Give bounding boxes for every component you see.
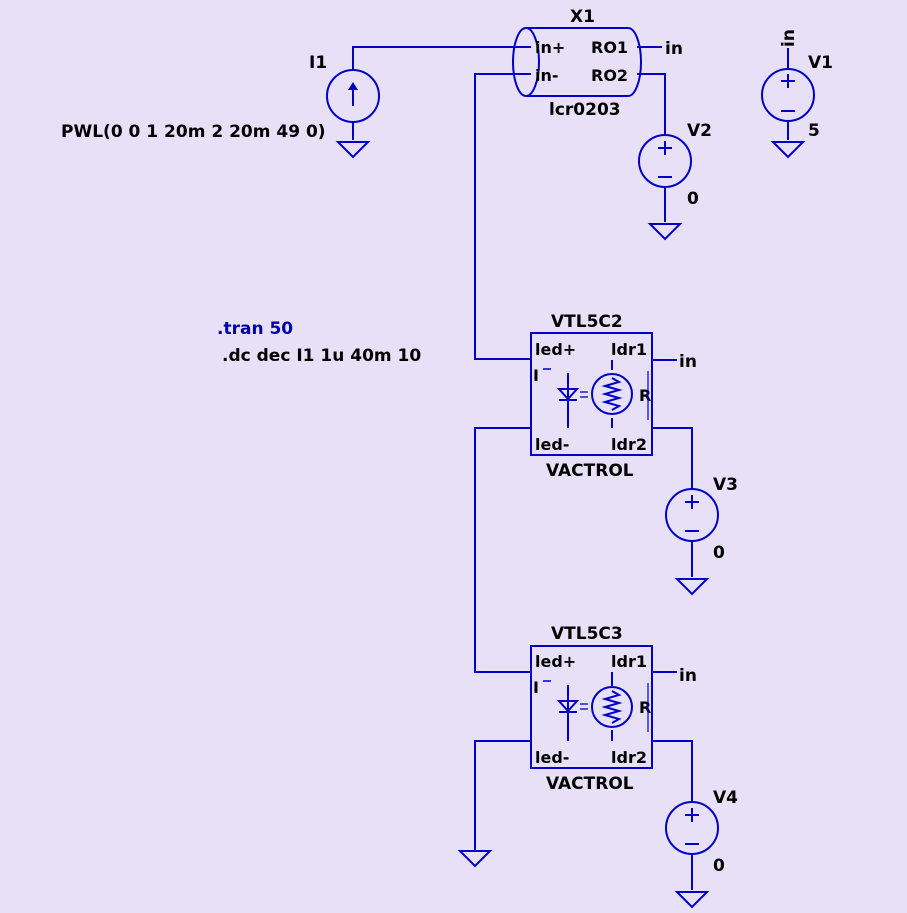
vtl5c2-vactrol[interactable]: VTL5C2 led+ ldr1 led- ldr2 I R [530,312,653,456]
ground-icon[interactable] [335,141,371,159]
resistor-zigzag-icon [601,377,623,411]
x1-name: X1 [570,7,595,27]
wire-vtl2-ledminus-to-ground[interactable] [474,740,531,851]
vactrol-box [530,645,653,769]
v4-value: 0 [713,856,725,876]
v3-voltage-source[interactable]: V3 0 [665,475,738,563]
vtl2-pin-ledplus: led+ [535,652,576,671]
arrowhead-icon [348,82,358,90]
x1-model: lcr0203 [549,100,621,120]
vtl1-pin-ldr2: ldr2 [611,435,647,454]
vtl1-name: VTL5C2 [551,312,623,332]
v2-value: 0 [687,189,699,209]
wire-vtl2-ldr2-to-v4[interactable] [652,740,693,801]
ground-icon[interactable] [770,141,806,159]
ground-icon[interactable] [457,850,493,868]
led-icon [556,388,580,401]
vtl1-pin-ldr1: ldr1 [611,340,647,359]
net-label-in-vtl2[interactable]: in [679,666,697,686]
ground-icon[interactable] [674,891,710,909]
vtl2-pin-ledminus: led- [535,748,569,767]
grounds [335,141,806,909]
i1-value: PWL(0 0 1 20m 2 20m 49 0) [61,122,326,142]
vtl2-i-marker: I [533,678,539,697]
i1-name: I1 [309,53,327,73]
v4-voltage-source[interactable]: V4 0 [665,788,738,876]
voltage-source-icon [638,134,692,188]
vtl1-pin-ledminus: led- [535,435,569,454]
ground-icon[interactable] [674,578,710,596]
resistor-zigzag-icon [601,690,623,724]
x1-pin-inminus: in- [535,66,559,85]
vtl2-name: VTL5C3 [551,624,623,644]
wire-i1-to-x1-inplus[interactable] [352,46,531,70]
vtl2-type: VACTROL [546,774,634,794]
wire-x1-ro2-to-v2[interactable] [637,73,666,134]
wire-x1-inminus-to-vtl1-ledplus[interactable] [474,73,531,360]
v1-voltage-source[interactable]: V1 5 in [761,29,833,141]
led-icon [556,700,580,713]
vtl1-i-marker: I [533,366,539,385]
wires [352,46,789,890]
net-label-in-x1[interactable]: in [665,39,683,59]
x1-pin-ro1: RO1 [591,38,628,57]
voltage-source-icon [665,488,719,542]
vtl2-pin-ldr2: ldr2 [611,748,647,767]
v1-node-label[interactable]: in [779,29,799,47]
v4-name: V4 [713,788,738,808]
x1-pin-inplus: in+ [535,38,565,57]
voltage-source-icon [761,68,815,122]
vtl5c3-vactrol[interactable]: VTL5C3 led+ ldr1 led- ldr2 I R [530,624,653,769]
vtl2-r-marker: R [639,698,651,717]
v2-voltage-source[interactable]: V2 0 [638,121,712,209]
vtl1-r-marker: R [639,386,651,405]
v1-value: 5 [808,121,820,141]
vtl2-pin-ldr1: ldr1 [611,652,647,671]
vactrol-box [530,332,653,456]
wire-vtl1-ldr2-to-v3[interactable] [652,427,693,488]
v1-name: V1 [808,53,833,73]
tran-directive[interactable]: .tran 50 [217,319,293,339]
wire-vtl1-ledminus-to-vtl2-ledplus[interactable] [474,427,531,673]
lcr-block-icon [512,27,642,97]
net-label-in-vtl1[interactable]: in [679,352,697,372]
dc-directive[interactable]: .dc dec I1 1u 40m 10 [222,346,421,366]
v2-name: V2 [687,121,712,141]
current-source-icon [326,69,380,123]
x1-pin-ro2: RO2 [591,66,628,85]
ldr-icon [591,686,633,728]
lcr-block-end-curve [525,27,540,97]
v3-name: V3 [713,475,738,495]
x1-lcr0203[interactable]: X1 in+ in- RO1 RO2 lcr0203 [512,7,642,120]
ground-icon[interactable] [647,223,683,241]
i1-current-source[interactable]: I1 PWL(0 0 1 20m 2 20m 49 0) [61,53,380,142]
vtl1-pin-ledplus: led+ [535,340,576,359]
voltage-source-icon [665,801,719,855]
vtl1-type: VACTROL [546,461,634,481]
v3-value: 0 [713,543,725,563]
ldr-icon [591,373,633,415]
